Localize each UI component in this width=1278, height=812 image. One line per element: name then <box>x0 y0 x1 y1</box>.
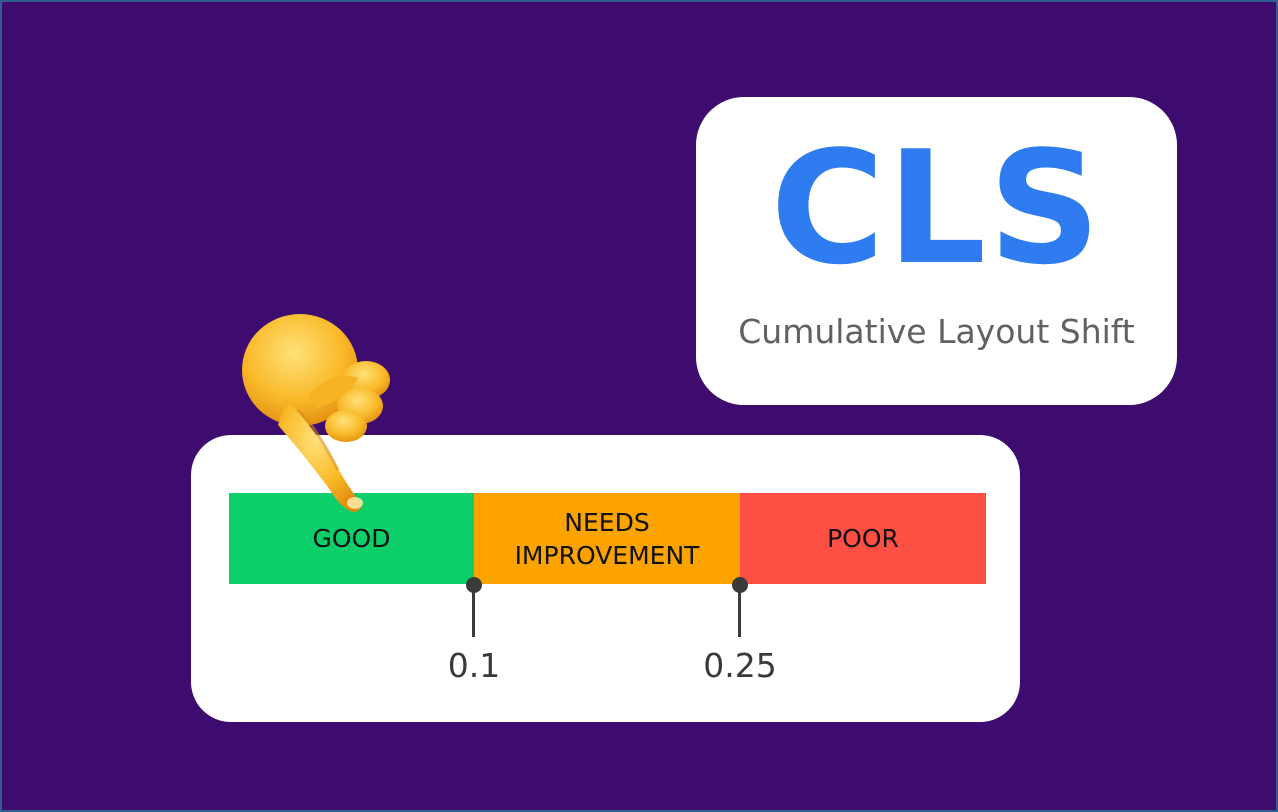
threshold-label: 0.25 <box>703 646 777 685</box>
threshold-label: 0.1 <box>447 646 501 685</box>
pointing-down-hand-icon <box>238 300 408 520</box>
metric-title-card <box>696 97 1177 405</box>
segment-poor: POOR <box>740 493 986 584</box>
segment-needs-improvement: NEEDS IMPROVEMENT <box>474 493 740 584</box>
threshold-marker-line <box>472 585 475 637</box>
metric-full-name: Cumulative Layout Shift <box>738 312 1135 351</box>
metric-acronym: CLS <box>770 117 1103 299</box>
segment-good-label: GOOD <box>312 524 391 553</box>
segment-poor-label: POOR <box>827 524 899 553</box>
segment-needs-label-line1: NEEDS <box>564 507 650 537</box>
segment-needs-label-line2: IMPROVEMENT <box>514 540 700 570</box>
threshold-marker-line <box>738 585 741 637</box>
